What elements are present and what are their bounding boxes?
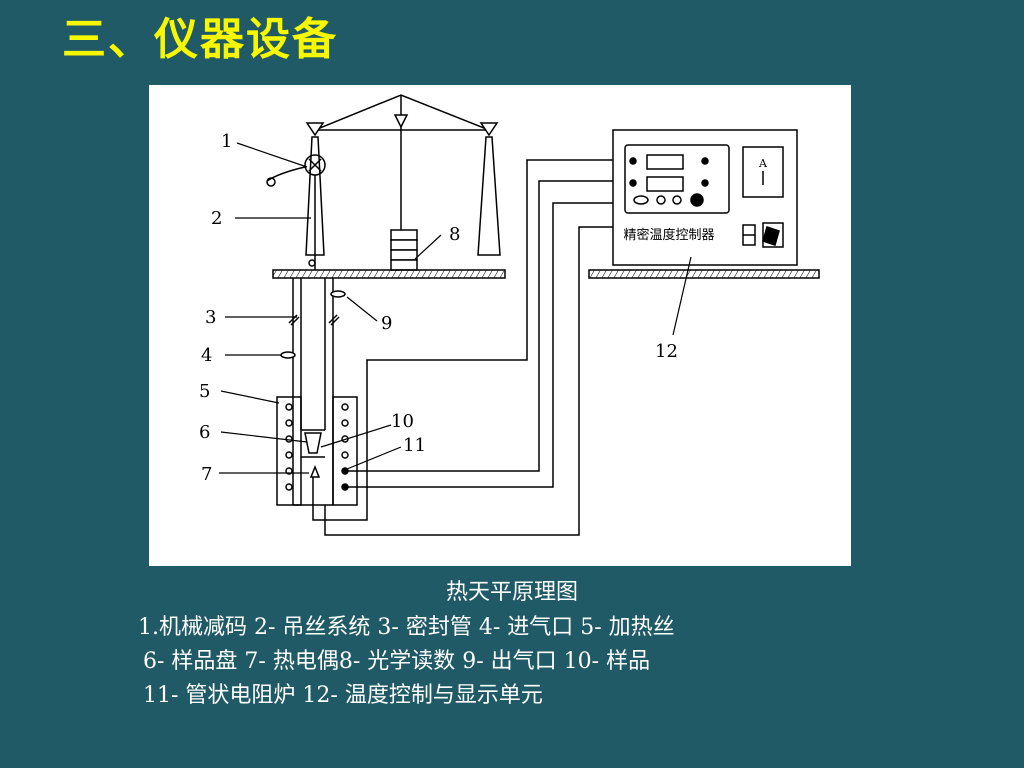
callout-9: 9	[381, 313, 392, 334]
suspension-wire	[308, 175, 316, 270]
callout-12: 12	[655, 341, 678, 362]
callout-1: 1	[221, 131, 232, 152]
figure-caption: 热天平原理图	[445, 580, 578, 605]
bench-left	[272, 269, 506, 279]
legend-line-3: 11- 管状电阻炉 12- 温度控制与显示单元	[143, 683, 543, 708]
controller-wiring	[312, 159, 613, 536]
controller-label: 精密温度控制器	[623, 227, 714, 243]
weights-stack	[390, 229, 418, 271]
thermobalance-diagram: A 精密温度控制器 1 2 3	[149, 85, 851, 566]
ammeter-symbol: A	[758, 157, 768, 170]
slide-title: 三、仪器设备	[62, 14, 338, 65]
callout-8: 8	[449, 224, 460, 245]
sealed-tube	[280, 278, 346, 506]
bench-right	[588, 269, 820, 279]
callout-2: 2	[211, 208, 222, 229]
legend-line-1: 1.机械减码 2- 吊丝系统 3- 密封管 4- 进气口 5- 加热丝	[138, 615, 675, 640]
callout-5: 5	[199, 381, 210, 402]
leader-lines	[219, 142, 692, 474]
callout-7: 7	[201, 464, 212, 485]
tube-furnace	[276, 396, 358, 506]
callout-6: 6	[199, 422, 210, 443]
balance-beam	[305, 94, 501, 256]
callout-4: 4	[201, 345, 212, 366]
callout-11: 11	[403, 435, 426, 456]
legend-line-2: 6- 样品盘 7- 热电偶8- 光学读数 9- 出气口 10- 样品	[143, 649, 651, 674]
callout-3: 3	[205, 307, 216, 328]
temperature-controller: A	[612, 129, 798, 266]
callout-10: 10	[391, 411, 414, 432]
